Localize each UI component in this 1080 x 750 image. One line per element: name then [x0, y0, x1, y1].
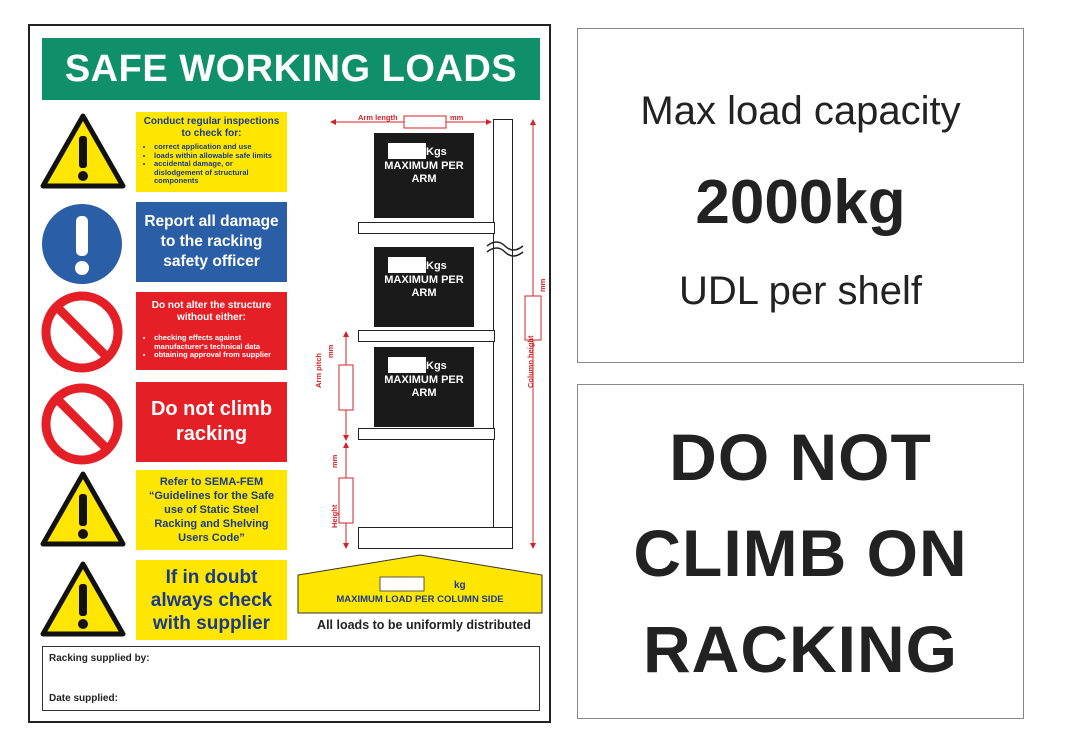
rack-arm	[358, 222, 495, 234]
weight-input-box	[388, 357, 426, 373]
warning-triangle-icon	[40, 113, 126, 189]
column-load-badge	[297, 554, 543, 614]
prohibition-icon	[41, 291, 123, 373]
alter-list: checking effects against manufacturer's …	[142, 333, 281, 360]
rack-base	[358, 527, 513, 549]
rack-arm	[358, 428, 495, 440]
prohibition-icon	[41, 383, 123, 465]
kgs-unit: Kgs	[426, 360, 447, 372]
pitch-height-dimensions	[338, 331, 354, 549]
do-not-climb-sign: DO NOT CLIMB ON RACKING	[577, 384, 1024, 719]
max-per-arm-label: Kgs MAXIMUM PER ARM	[374, 347, 474, 427]
mm-label: mm	[326, 344, 335, 358]
max-column-text: MAXIMUM LOAD PER COLUMN SIDE	[336, 594, 504, 605]
list-item: correct application and use	[154, 142, 281, 152]
sign-title: SAFE WORKING LOADS	[42, 38, 540, 100]
max-per-arm-text: MAXIMUM PER ARM	[384, 374, 464, 399]
list-item: obtaining approval from supplier	[154, 350, 281, 360]
uniform-load-note: All loads to be uniformly distributed	[317, 618, 531, 632]
max-per-arm-label: Kgs MAXIMUM PER ARM	[374, 247, 474, 327]
report-damage-panel: Report all damage to the racking safety …	[136, 202, 287, 282]
rack-column	[493, 119, 513, 549]
kgs-unit: Kgs	[426, 260, 447, 272]
max-per-arm-text: MAXIMUM PER ARM	[384, 274, 464, 299]
max-load-heading: Max load capacity	[640, 89, 961, 133]
sema-fem-panel: Refer to SEMA-FEM “Guidelines for the Sa…	[136, 470, 287, 550]
arm-pitch-label: Arm pitch	[314, 352, 323, 388]
inspections-title: Conduct regular inspections to check for…	[143, 116, 280, 139]
do-not-climb-panel: Do not climb racking	[136, 382, 287, 462]
date-supplied-label: Date supplied:	[49, 693, 118, 704]
supplier-fields: Racking supplied by: Date supplied:	[42, 646, 540, 711]
udl-text: UDL per shelf	[678, 269, 923, 313]
column-height-dimension	[524, 119, 542, 549]
list-item: accidental damage, or dislodgement of st…	[154, 159, 281, 186]
arm-length-label: Arm length	[358, 113, 398, 122]
kgs-unit: Kgs	[426, 146, 447, 158]
climb-line: RACKING	[643, 612, 958, 686]
max-load-sign: Max load capacity 2000kg UDL per shelf	[577, 28, 1024, 363]
alter-title: Do not alter the structure without eithe…	[151, 300, 272, 323]
weight-input-box	[388, 143, 426, 159]
column-height-label: Column height	[526, 335, 535, 389]
supplied-by-label: Racking supplied by:	[49, 653, 150, 664]
column-break-icon	[486, 241, 524, 257]
mandatory-info-icon	[42, 204, 122, 284]
max-load-value: 2000kg	[695, 168, 906, 237]
list-item: loads within allowable safe limits	[154, 151, 281, 161]
climb-line: DO NOT	[669, 420, 932, 494]
max-per-arm-label: Kgs MAXIMUM PER ARM	[374, 133, 474, 218]
max-per-arm-text: MAXIMUM PER ARM	[384, 160, 464, 185]
weight-input-box	[388, 257, 426, 273]
climb-line: CLIMB ON	[633, 516, 968, 590]
list-item: checking effects against manufacturer's …	[154, 333, 281, 351]
if-in-doubt-panel: If in doubt always check with supplier	[136, 560, 287, 640]
mm-label: mm	[538, 278, 547, 292]
inspections-panel: Conduct regular inspections to check for…	[136, 112, 287, 192]
kg-unit: kg	[454, 580, 466, 591]
safe-working-loads-sign: SAFE WORKING LOADS Conduct regular inspe…	[28, 24, 551, 723]
do-not-alter-panel: Do not alter the structure without eithe…	[136, 292, 287, 370]
inspections-list: correct application and use loads within…	[142, 142, 281, 186]
mm-label: mm	[450, 113, 464, 122]
height-label: Height	[330, 504, 339, 528]
mm-label: mm	[330, 454, 339, 468]
warning-triangle-icon	[40, 561, 126, 637]
arm-length-dimension	[330, 115, 492, 129]
racking-diagram: Arm length mm Kgs MAXIMUM PER ARM Kgs MA…	[297, 110, 550, 640]
warning-triangle-icon	[40, 471, 126, 547]
rack-arm	[358, 330, 495, 342]
